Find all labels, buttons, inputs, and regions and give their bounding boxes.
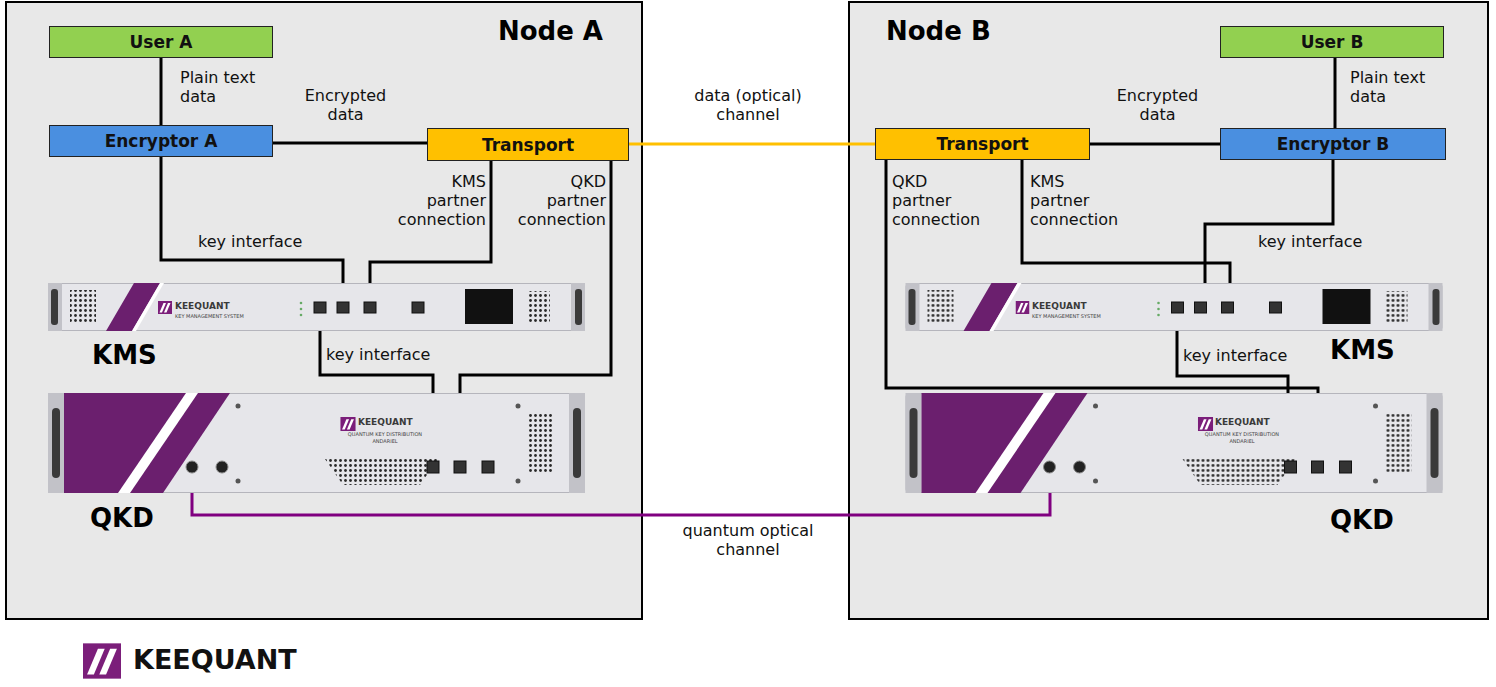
box-label: User B: [1301, 31, 1364, 53]
text-slot: quantum optical channel: [660, 521, 836, 559]
edge-label: QKD partner connection: [892, 172, 990, 229]
text-slot: KEEQUANT: [358, 417, 413, 428]
device-label: KMS: [92, 340, 157, 370]
text-slot: KMS: [1330, 335, 1395, 365]
box-label: User A: [130, 31, 193, 53]
text-slot: KMS: [92, 340, 157, 370]
device-label: KMS: [1330, 335, 1395, 365]
text-slot: KEEQUANT: [1032, 301, 1087, 312]
connector: [370, 161, 491, 283]
edge-label: KMS partner connection: [1030, 172, 1128, 229]
text-slot: KEEQUANT: [1215, 417, 1270, 428]
text-slot: KEEQUANT: [175, 301, 230, 312]
text-slot: QKD: [1330, 505, 1394, 535]
connector: [273, 142, 427, 145]
edge-label: key interface: [1183, 346, 1308, 365]
text-slot: KEEQUANT: [133, 643, 297, 677]
text-slot: data (optical) channel: [663, 86, 833, 124]
qkd-device: [48, 393, 585, 493]
brand-name: KEEQUANT: [358, 417, 413, 428]
region-title: Node B: [886, 15, 991, 47]
device-label: QKD: [1330, 505, 1394, 535]
text-slot: KMS partner connection: [1030, 172, 1128, 229]
edge-label: data (optical) channel: [663, 86, 833, 124]
text-slot: Encrypted data: [1100, 86, 1215, 124]
brand-name: KEEQUANT: [1032, 301, 1087, 312]
edge-label: Encrypted data: [1100, 86, 1215, 124]
text-slot: Node B: [886, 15, 991, 47]
edge-label: Encrypted data: [288, 86, 403, 124]
text-slot: ANDARIEL: [1182, 438, 1302, 444]
text-slot: QUANTUM KEY DISTRIBUTION: [325, 431, 445, 437]
box-label: Encryptor A: [105, 130, 218, 152]
device-label: QKD: [90, 503, 154, 533]
text-slot: key interface: [1258, 232, 1393, 251]
logo-icon: [83, 643, 121, 678]
connector: [161, 157, 343, 283]
connector: [160, 58, 163, 125]
connector: [1090, 143, 1220, 146]
logo-text: KEEQUANT: [133, 643, 297, 677]
text-slot: Plain text data: [180, 68, 275, 106]
device-caption: QUANTUM KEY DISTRIBUTION: [1182, 431, 1302, 437]
edge-label: key interface: [198, 232, 333, 251]
encryptor-box: Encryptor A: [49, 125, 273, 157]
kms-device: [906, 283, 1443, 331]
device-caption: KEY MANAGEMENT SYSTEM: [1032, 313, 1101, 319]
text-slot: KMS partner connection: [388, 172, 486, 229]
transport-box: Transport: [427, 128, 629, 161]
region-title: Node A: [498, 15, 603, 47]
connector: [192, 493, 1050, 515]
encryptor-box: Encryptor B: [1220, 128, 1446, 160]
kms-device: [48, 283, 585, 331]
text-slot: QKD partner connection: [508, 172, 606, 229]
brand-name: KEEQUANT: [175, 301, 230, 312]
text-slot: key interface: [326, 345, 451, 364]
text-slot: key interface: [198, 232, 333, 251]
text-slot: ANDARIEL: [325, 438, 445, 444]
text-slot: Node A: [498, 15, 603, 47]
text-slot: Encrypted data: [288, 86, 403, 124]
edge-label: Plain text data: [1350, 68, 1445, 106]
connector: [1205, 160, 1333, 283]
box-label: Transport: [936, 133, 1028, 155]
device-caption: KEY MANAGEMENT SYSTEM: [175, 313, 244, 319]
text-slot: key interface: [1183, 346, 1308, 365]
device-caption: ANDARIEL: [325, 438, 445, 444]
qkd-device: [906, 393, 1443, 493]
box-label: Encryptor B: [1277, 133, 1390, 155]
connector: [1022, 160, 1230, 283]
text-slot: QKD partner connection: [892, 172, 990, 229]
connector: [886, 160, 1318, 393]
edge-label: quantum optical channel: [660, 521, 836, 559]
text-slot: QUANTUM KEY DISTRIBUTION: [1182, 431, 1302, 437]
edge-label: Plain text data: [180, 68, 275, 106]
device-caption: ANDARIEL: [1182, 438, 1302, 444]
device-caption: QUANTUM KEY DISTRIBUTION: [325, 431, 445, 437]
edge-label: key interface: [326, 345, 451, 364]
connector: [629, 143, 875, 146]
user-box: User A: [49, 26, 273, 58]
text-slot: QKD: [90, 503, 154, 533]
user-box: User B: [1220, 26, 1444, 58]
brand-name: KEEQUANT: [1215, 417, 1270, 428]
text-slot: KEY MANAGEMENT SYSTEM: [1032, 313, 1101, 319]
box-label: Transport: [482, 134, 574, 156]
edge-label: KMS partner connection: [388, 172, 486, 229]
transport-box: Transport: [875, 128, 1090, 160]
edge-label: QKD partner connection: [508, 172, 606, 229]
text-slot: KEY MANAGEMENT SYSTEM: [175, 313, 244, 319]
text-slot: Plain text data: [1350, 68, 1445, 106]
connector: [1334, 58, 1337, 128]
edge-label: key interface: [1258, 232, 1393, 251]
